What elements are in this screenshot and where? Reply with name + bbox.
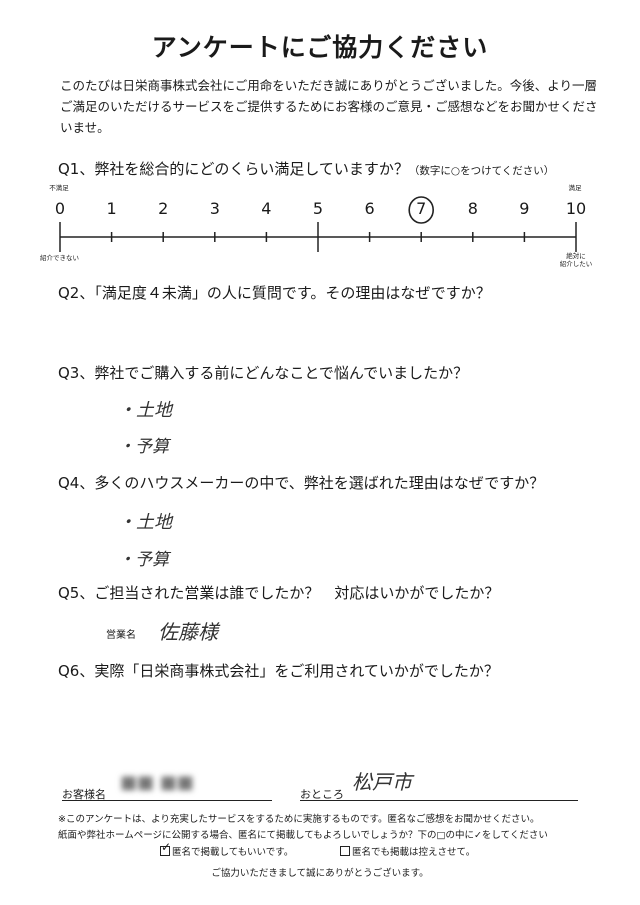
question-1: Q1、弊社を総合的にどのくらい満足していますか？（数字に○をつけてください） xyxy=(58,158,554,179)
scale-number[interactable]: 3 xyxy=(209,199,220,218)
option-anonymous-ok-label: 匿名で掲載してもいいです。 xyxy=(172,847,294,858)
scale-number[interactable]: 7 xyxy=(416,199,427,218)
question-1-hint: （数字に○をつけてください） xyxy=(408,165,555,177)
page-title: アンケートにご協力ください xyxy=(151,33,489,62)
q4-answer-2: ・予算 xyxy=(118,550,169,570)
customer-name-value: ■■ ■■ xyxy=(120,772,194,793)
question-1-text: Q1、弊社を総合的にどのくらい満足していますか？ xyxy=(58,160,409,178)
checkbox-anonymous-ok[interactable]: ✓ xyxy=(160,841,171,856)
scale-number[interactable]: 8 xyxy=(467,199,478,218)
scale-number[interactable]: 6 xyxy=(364,199,375,218)
sales-name-label: 営業名 xyxy=(106,630,136,641)
scale-min-label: 不満足 xyxy=(49,184,69,192)
option-anonymous-ng-label: 匿名でも掲載は控えさせて。 xyxy=(352,847,476,858)
scale-max-label: 満足 xyxy=(568,184,582,192)
scale-number[interactable]: 0 xyxy=(54,199,66,218)
scale-number[interactable]: 9 xyxy=(519,199,530,218)
q4-answer-1: ・土地 xyxy=(118,512,172,533)
footer-thanks: ご協力いただきまして誠にありがとうございます。 xyxy=(211,868,429,879)
scale-right-caption: 絶対に 紹介したい xyxy=(558,252,594,268)
question-5: Q5、ご担当された営業は誰でしたか？ 対応はいかがでしたか？ xyxy=(58,584,500,602)
scale-right-caption-line-2: 紹介したい xyxy=(559,260,593,268)
address-label: おところ xyxy=(300,788,344,801)
sales-name-answer: 佐藤様 xyxy=(158,620,218,644)
scale-number[interactable]: 2 xyxy=(158,199,169,218)
footer-note-1: ※このアンケートは、より充実したサービスをするために実施するものです。匿名なご感… xyxy=(58,814,540,825)
question-2: Q2、「満足度４未満」の人に質問です。その理由はなぜですか？ xyxy=(58,284,491,302)
scale-number[interactable]: 4 xyxy=(261,199,272,218)
address-value: 松戸市 xyxy=(352,770,412,794)
check-mark-icon: ✓ xyxy=(161,840,172,854)
option-anonymous-ok[interactable]: ✓匿名で掲載してもいいです。 xyxy=(160,841,294,861)
intro-text: このたびは日栄商事株式会社にご用命をいただき誠にありがとうございました。今後、よ… xyxy=(60,78,598,135)
q3-answer-1: ・土地 xyxy=(118,400,172,421)
scale-left-caption: 紹介できない xyxy=(40,254,79,262)
scale-right-caption-line-1: 絶対に xyxy=(566,252,586,260)
customer-name-underline xyxy=(62,800,272,801)
question-3: Q3、弊社でご購入する前にどんなことで悩んでいましたか？ xyxy=(58,364,469,382)
question-6: Q6、実際「日栄商事株式会社」をご利用されていかがでしたか？ xyxy=(58,662,499,680)
scale-number[interactable]: 10 xyxy=(565,199,587,218)
footer-note-2: 紙面や弊社ホームページに公開する場合、匿名にて掲載してもよろしいでしょうか？下の… xyxy=(58,830,548,841)
option-anonymous-ng[interactable]: 匿名でも掲載は控えさせて。 xyxy=(340,845,475,861)
address-underline xyxy=(300,800,578,801)
q3-answer-2: ・予算 xyxy=(118,437,169,457)
checkbox-anonymous-ng[interactable] xyxy=(340,846,350,856)
scale-number[interactable]: 5 xyxy=(312,199,324,218)
scale-number[interactable]: 1 xyxy=(106,199,117,218)
customer-name-label: お客様名 xyxy=(62,788,106,801)
question-4: Q4、多くのハウスメーカーの中で、弊社を選ばれた理由はなぜですか？ xyxy=(58,474,545,492)
